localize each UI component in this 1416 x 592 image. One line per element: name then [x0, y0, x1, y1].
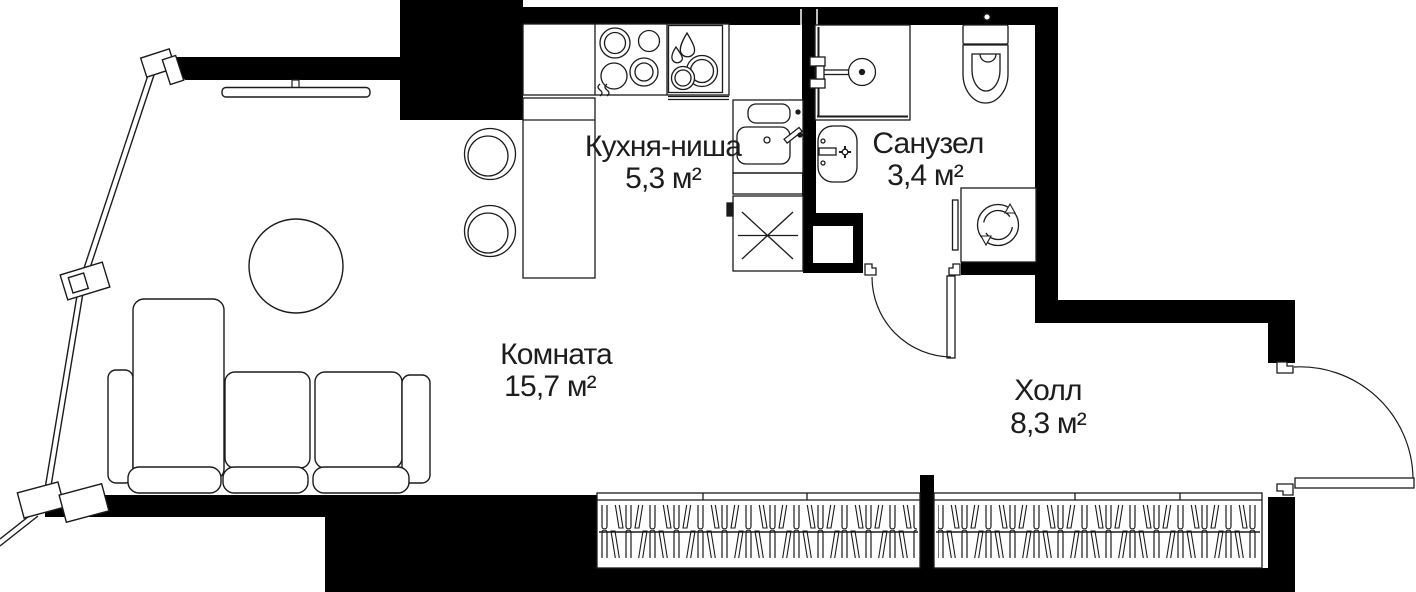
wall-bathroom-right — [1035, 7, 1058, 323]
sofa-cushion — [312, 466, 410, 494]
bathroom-area-label: 3,4 м² — [887, 159, 964, 192]
sofa-seat — [224, 371, 311, 469]
window-joint-bottom — [58, 482, 110, 524]
steam-mark — [597, 83, 603, 97]
window-glass-line — [82, 61, 154, 270]
tv-icon — [221, 79, 371, 98]
shower-mixer — [815, 65, 825, 80]
door-leaf — [946, 275, 956, 359]
door-swing-arc — [871, 276, 952, 358]
door-jamb — [1276, 361, 1294, 374]
basin-handle — [818, 147, 837, 156]
plates-icon — [670, 54, 719, 91]
kitchen-upper-cabinets — [522, 23, 730, 101]
door-leaf — [1294, 477, 1415, 489]
wall-top — [523, 7, 1058, 25]
window-glass-line — [43, 291, 79, 492]
kitchen-label: Кухня-ниша — [585, 130, 742, 163]
sofa-icon — [107, 298, 431, 494]
hall-label: Холл — [1014, 374, 1082, 407]
washer-arrow — [980, 235, 992, 247]
sofa-seat — [314, 371, 403, 469]
wall-bottom-left-block — [325, 495, 597, 592]
kitchen-sink-icon — [732, 99, 804, 174]
window-glass-line — [0, 515, 39, 547]
window-joint-top — [161, 54, 185, 86]
washing-machine-icon — [951, 187, 1037, 263]
appliance-hinge — [726, 202, 734, 217]
sink-droplets-icon — [671, 31, 696, 64]
room-labels: Кухня-ниша 5,3 м² Санузел 3,4 м² Комната… — [500, 127, 1087, 440]
window-wall — [0, 47, 185, 547]
coffee-table-icon — [248, 218, 344, 314]
kitchen-counter — [522, 97, 596, 279]
window-joint-middle — [67, 272, 90, 294]
shaft-opening — [813, 226, 853, 263]
bathroom-label: Санузел — [872, 127, 983, 160]
wall-hall-top — [1058, 300, 1293, 323]
kitchen-drawer — [732, 172, 804, 195]
bathroom-door — [864, 263, 961, 359]
hall-area-label: 8,3 м² — [1010, 407, 1087, 440]
sofa-cushion — [222, 466, 309, 494]
wall-bathroom-bottom — [961, 262, 1037, 275]
kitchen-area-label: 5,3 м² — [625, 162, 702, 195]
door-jamb — [864, 263, 877, 276]
entrance-door — [1276, 361, 1415, 496]
stove-icon — [597, 27, 661, 97]
wall-entrance-top — [1268, 300, 1295, 363]
bar-stool-icon — [463, 127, 517, 181]
living-room-area-label: 15,7 м² — [504, 370, 597, 403]
wall-entrance-bottom — [1268, 497, 1295, 592]
faucet-lever — [783, 126, 804, 145]
steam-mark — [604, 83, 610, 97]
window-glass-line — [88, 62, 159, 272]
shower-cabin-icon — [809, 24, 911, 121]
kitchen-area — [463, 23, 804, 279]
wall-wardrobe-divider — [920, 475, 934, 592]
wall-kitchen-block — [400, 0, 523, 120]
wardrobe-right — [933, 492, 1263, 569]
bar-stool-icon — [463, 204, 517, 258]
door-swing-arc — [1293, 366, 1414, 479]
sofa-chaise — [132, 298, 225, 481]
shower-mixer — [809, 56, 826, 67]
shower-mixer — [809, 78, 826, 89]
wall-bottom-left-band — [45, 495, 325, 517]
washer-door — [951, 199, 959, 251]
toilet-icon — [962, 13, 1009, 104]
walls — [45, 0, 1295, 592]
living-room-label: Комната — [500, 338, 613, 371]
sofa-cushion — [127, 466, 222, 494]
basin-faucet — [841, 148, 849, 156]
door-jamb — [1276, 483, 1294, 496]
sofa-armrest — [107, 369, 134, 484]
refrigerator-icon — [726, 195, 804, 272]
door-jamb — [948, 263, 961, 276]
wall-kitchen-bathroom — [802, 7, 816, 213]
sofa-armrest — [401, 374, 431, 484]
living-area — [107, 79, 431, 494]
window-glass-line — [49, 292, 84, 493]
bathroom-area — [809, 13, 1037, 263]
washer-arrow — [1004, 202, 1016, 214]
washbasin-icon — [817, 125, 858, 183]
wardrobe-left — [596, 492, 921, 569]
